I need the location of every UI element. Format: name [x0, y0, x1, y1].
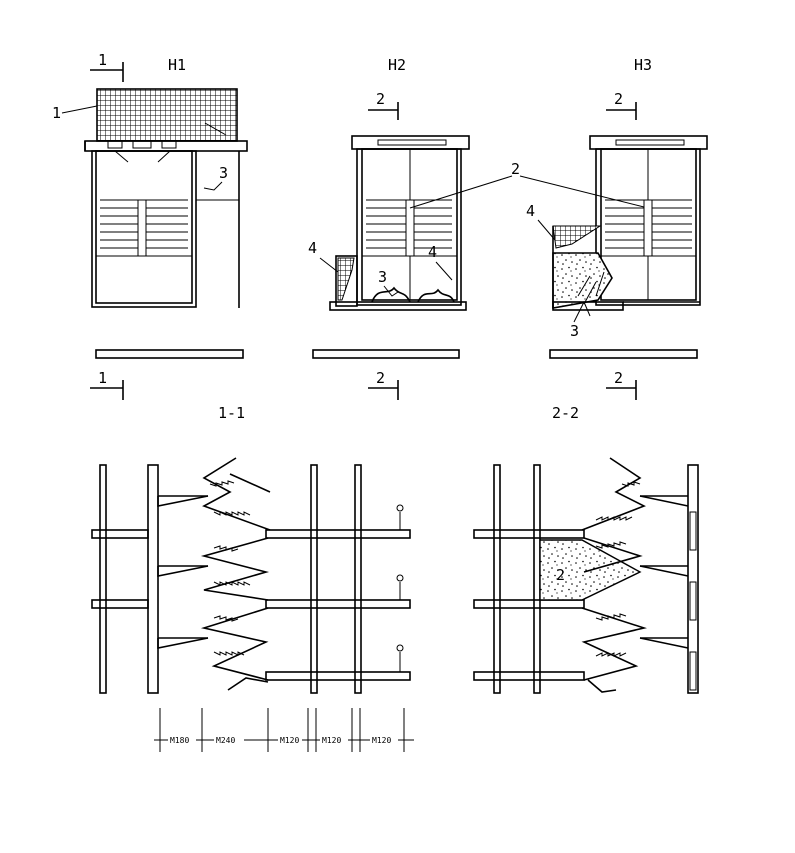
section-mark-label: 1 [98, 369, 107, 387]
dimension-chain: M180 M240 M120 M120 M120 [154, 708, 414, 752]
callout-2: 2 [556, 566, 565, 584]
callout-3: 3 [570, 322, 579, 340]
section-title-2-2: 2-2 [552, 404, 579, 422]
section-mark-label: 2 [614, 369, 623, 387]
dimension-label: M120 [280, 736, 299, 745]
plan-title-h1: H1 [168, 56, 186, 74]
section-2-2: 2-2 2 [473, 404, 699, 694]
dimension-label: M120 [372, 736, 391, 745]
section-title-1-1: 1-1 [218, 404, 245, 422]
mesh-reinforcement [96, 88, 238, 142]
callout-4: 4 [428, 243, 437, 261]
section-mark-top: 2 [606, 90, 637, 120]
callout-4: 4 [308, 239, 317, 257]
callout-1: 1 [52, 104, 61, 122]
section-1-1: 1-1 [91, 404, 414, 752]
section-mark-label: 2 [376, 90, 385, 108]
section-mark-bottom: 2 [606, 369, 637, 400]
section-mark-top: 2 [368, 90, 399, 120]
plan-h1: H1 1 1 [52, 51, 248, 400]
plan-title-h2: H2 [388, 56, 406, 74]
dimension-label: M240 [216, 736, 235, 745]
section-mark-bottom: 1 [90, 369, 124, 400]
dimension-label: M120 [322, 736, 341, 745]
section-mark-bottom: 2 [368, 369, 399, 400]
plan-h2: H2 2 4 [308, 56, 649, 400]
plan-title-h3: H3 [634, 56, 652, 74]
section-mark-top: 1 [90, 51, 124, 82]
section-mark-label: 1 [98, 51, 107, 69]
callout-3: 3 [219, 164, 228, 182]
callout-2: 2 [511, 160, 520, 178]
dimension-label: M180 [170, 736, 189, 745]
callout-4: 4 [526, 202, 535, 220]
section-mark-label: 2 [614, 90, 623, 108]
plan-h3: H3 2 4 [526, 56, 708, 400]
section-mark-label: 2 [376, 369, 385, 387]
callout-3: 3 [378, 268, 387, 286]
